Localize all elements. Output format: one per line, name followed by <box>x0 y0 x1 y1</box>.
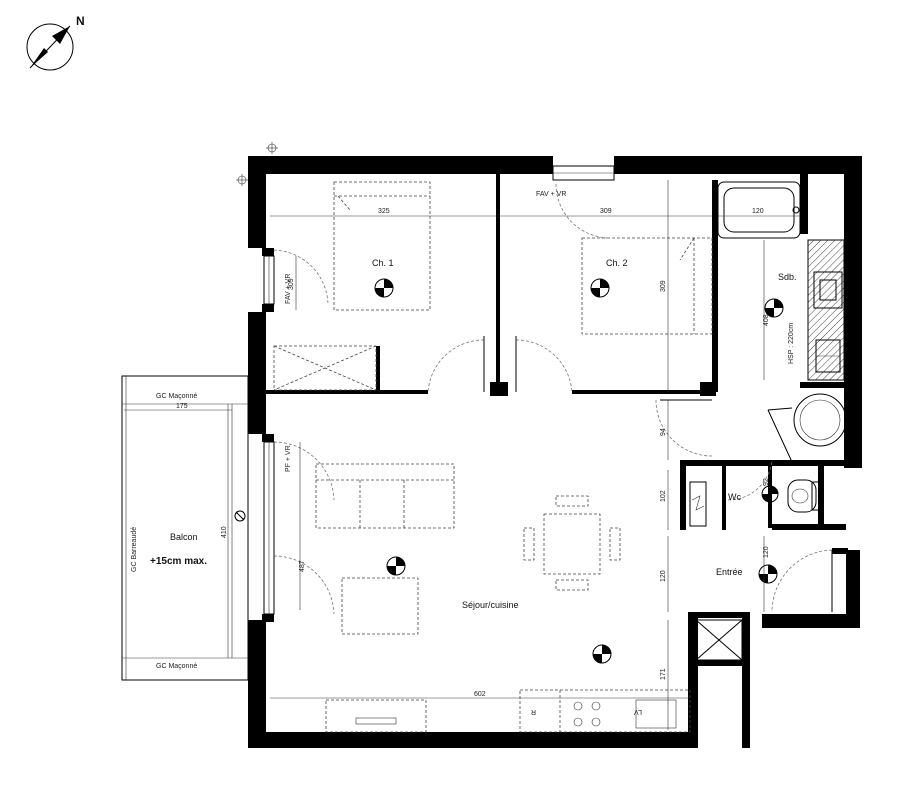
dim-102: 102 <box>660 490 667 502</box>
dim-92: 92 <box>763 478 770 486</box>
north-arrow-icon <box>26 23 74 71</box>
balcon-note: +15cm max. <box>150 556 207 567</box>
registration-marks <box>236 142 278 186</box>
north-label: N <box>76 14 85 28</box>
bathroom-fixtures <box>717 181 847 463</box>
dimension-lines <box>124 180 800 730</box>
door-swings <box>273 183 833 615</box>
sofa <box>315 463 455 529</box>
dishwasher-label: LV <box>634 708 642 715</box>
wc-fixtures <box>689 479 821 527</box>
window-label-top: FAV + VR <box>536 191 566 198</box>
dim-120-sejour: 120 <box>660 570 667 582</box>
interior-walls <box>266 174 848 554</box>
balcony-wall-bottom-label: GC Maçonné <box>156 663 197 670</box>
room-label-balcon: Balcon <box>170 532 198 542</box>
balcony <box>121 375 249 681</box>
room-label-entree: Entrée <box>716 567 743 577</box>
exterior-walls <box>248 156 862 748</box>
balcony-wall-top-label: GC Maçonné <box>156 393 197 400</box>
ch1-furniture <box>273 181 431 391</box>
dim-487: 487 <box>299 560 306 572</box>
dim-408: 408 <box>763 314 770 326</box>
room-label-ch2: Ch. 2 <box>606 258 628 268</box>
dining-table <box>523 495 621 591</box>
light-points <box>374 278 784 664</box>
patio-door-label: PF + VR <box>285 445 292 472</box>
dim-309-right: 309 <box>660 280 667 292</box>
technical-shaft <box>695 619 743 661</box>
room-label-sejour: Séjour/cuisine <box>462 600 519 610</box>
dim-309-left: 309 <box>288 278 295 290</box>
room-label-sdb: Sdb. <box>778 272 797 282</box>
dim-325: 325 <box>378 208 390 215</box>
dim-171: 171 <box>660 668 667 680</box>
dim-309-top: 309 <box>600 208 612 215</box>
dim-410: 410 <box>221 526 228 538</box>
dim-94: 94 <box>660 428 667 436</box>
kitchen <box>325 689 691 733</box>
window-label-left: FAV + VR <box>285 274 292 304</box>
dim-120-bath: 120 <box>752 208 764 215</box>
room-label-wc: Wc <box>728 492 741 502</box>
room-label-ch1: Ch. 1 <box>372 258 394 268</box>
fridge-label: R <box>531 708 536 715</box>
dim-120-entree: 120 <box>763 546 770 558</box>
coffee-table <box>341 577 419 635</box>
dim-602: 602 <box>474 691 486 698</box>
ch2-furniture <box>581 237 713 335</box>
dim-175: 175 <box>176 403 188 410</box>
ceiling-height-label: HSP : 220cm <box>788 323 795 364</box>
windows <box>263 165 615 615</box>
balcony-railing-label: GC Barreaudé <box>131 527 138 572</box>
